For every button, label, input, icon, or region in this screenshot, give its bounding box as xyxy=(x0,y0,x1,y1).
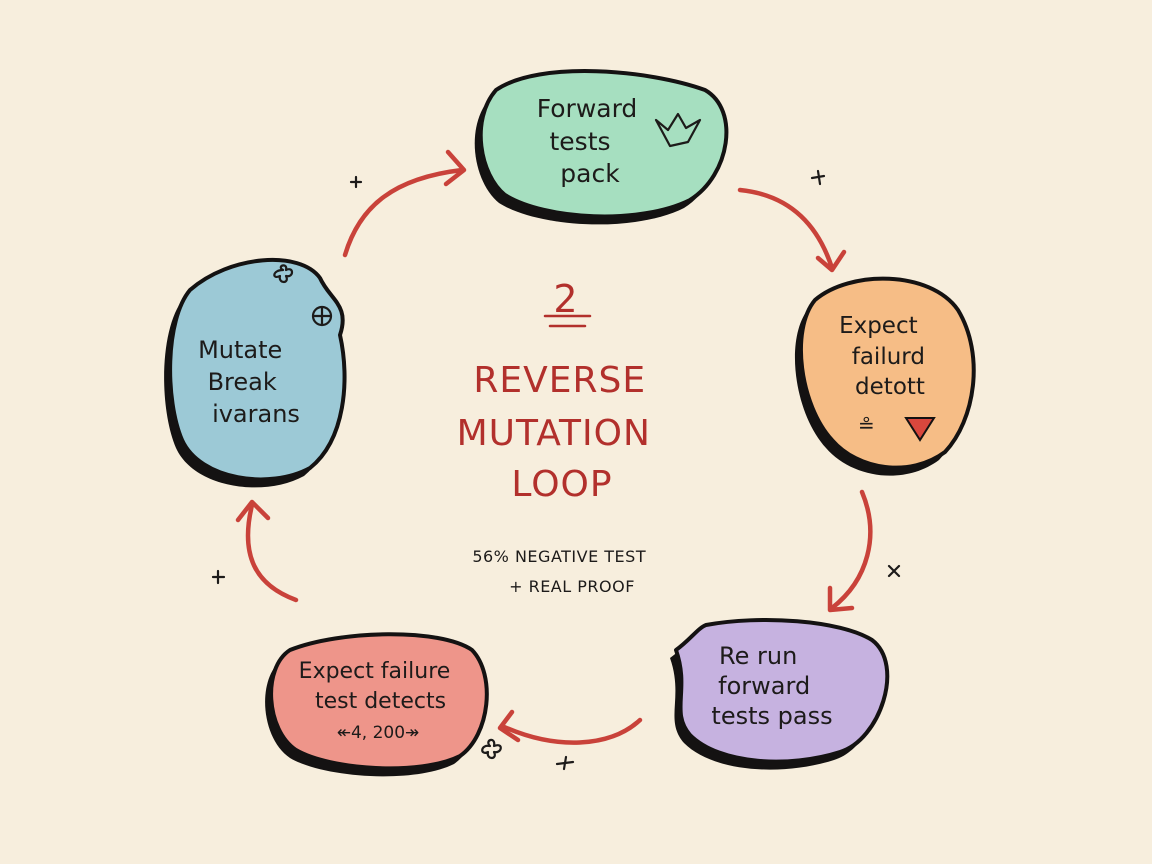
node-blob xyxy=(478,69,729,219)
node-label-line: Expect xyxy=(839,313,918,339)
sparkle-icon xyxy=(349,175,363,189)
node-extra-glyph: ≗ xyxy=(858,413,875,437)
target-icon-cross xyxy=(311,305,333,327)
node-label-line: forward xyxy=(718,672,810,700)
node-rerun-forward-tests: Re run forward tests pass xyxy=(670,618,890,770)
title-line: REVERSE xyxy=(473,360,646,401)
node-blob xyxy=(269,632,489,771)
arrowhead-expect xyxy=(815,249,847,273)
gear-icon xyxy=(273,264,294,284)
node-label-line: pack xyxy=(560,159,620,188)
arrowhead-expect-failure xyxy=(497,709,521,743)
node-label-line: tests xyxy=(550,127,611,156)
node-label-line: Expect failure xyxy=(299,659,451,684)
svg-text:Expect failure test dete: Expect failure test detects ↞4, 200↠ xyxy=(299,659,458,743)
svg-text:Expect failurd det: Expect failurd detott xyxy=(839,313,932,400)
node-expect-failure-test: Expect failure test detects ↞4, 200↠ xyxy=(265,632,489,777)
gem-icon xyxy=(904,417,936,442)
sparkle-marks xyxy=(211,169,901,771)
note-line: + REAL PROOF xyxy=(509,577,635,596)
sparkle-icon xyxy=(555,755,575,771)
arrowhead-mutate xyxy=(235,499,271,523)
center-title: 2 REVERSE MUTATION LOOP xyxy=(457,277,664,505)
sparkle-icon xyxy=(810,169,826,186)
svg-text:REVERSE MUTATION L: REVERSE MUTATION LOOP xyxy=(457,360,664,505)
svg-text:Forward tests pack: Forward tests pack xyxy=(537,94,646,188)
node-blob xyxy=(168,258,347,482)
node-label-line: detott xyxy=(855,374,925,400)
title-line: MUTATION xyxy=(457,413,651,454)
node-label-line: test detects xyxy=(315,689,446,714)
arrowhead-forward xyxy=(443,149,467,187)
sparkle-icon xyxy=(211,569,226,585)
svg-text:56% NEGATIVE TEST + REAL: 56% NEGATIVE TEST + REAL PROOF xyxy=(472,547,651,596)
arrow-forward-to-expect xyxy=(737,187,835,271)
node-label-line: tests pass xyxy=(711,702,832,730)
flower-icon xyxy=(481,738,502,760)
cycle-arrows xyxy=(235,149,873,745)
sparkle-icon xyxy=(887,564,901,578)
arrowhead-rerun xyxy=(827,585,855,613)
arrow-mutate-to-forward xyxy=(342,167,465,258)
node-label-line: Re run xyxy=(719,642,797,670)
svg-text:Re run forward tes: Re run forward tests pass xyxy=(711,642,832,730)
node-expect-failure-detect: Expect failurd detott ≗ xyxy=(794,276,976,476)
node-forward-tests-pack: Forward tests pack xyxy=(474,69,729,225)
title-line: LOOP xyxy=(511,464,612,505)
node-label-line: Mutate xyxy=(198,336,282,364)
title-glyph: 2 xyxy=(553,277,578,321)
crown-icon xyxy=(654,112,702,148)
title-underline xyxy=(543,314,592,328)
svg-text:Mutate Break ivara: Mutate Break ivarans xyxy=(198,336,300,428)
node-label-line: Break xyxy=(208,368,277,396)
node-label-line: failurd xyxy=(852,344,925,370)
arrow-expect-to-rerun xyxy=(829,489,873,611)
node-blob xyxy=(674,618,890,764)
arrow-rerun-to-expect-failure xyxy=(499,717,643,745)
note-line: 56% NEGATIVE TEST xyxy=(472,547,646,566)
node-label-line: ivarans xyxy=(212,400,300,428)
node-mutate-break: Mutate Break ivarans xyxy=(164,258,347,488)
arrow-expect-failure-to-mutate xyxy=(245,502,299,603)
center-note: 56% NEGATIVE TEST + REAL PROOF xyxy=(472,547,651,596)
node-label-line: Forward xyxy=(537,94,638,123)
node-label-line: ↞4, 200↠ xyxy=(337,723,420,743)
